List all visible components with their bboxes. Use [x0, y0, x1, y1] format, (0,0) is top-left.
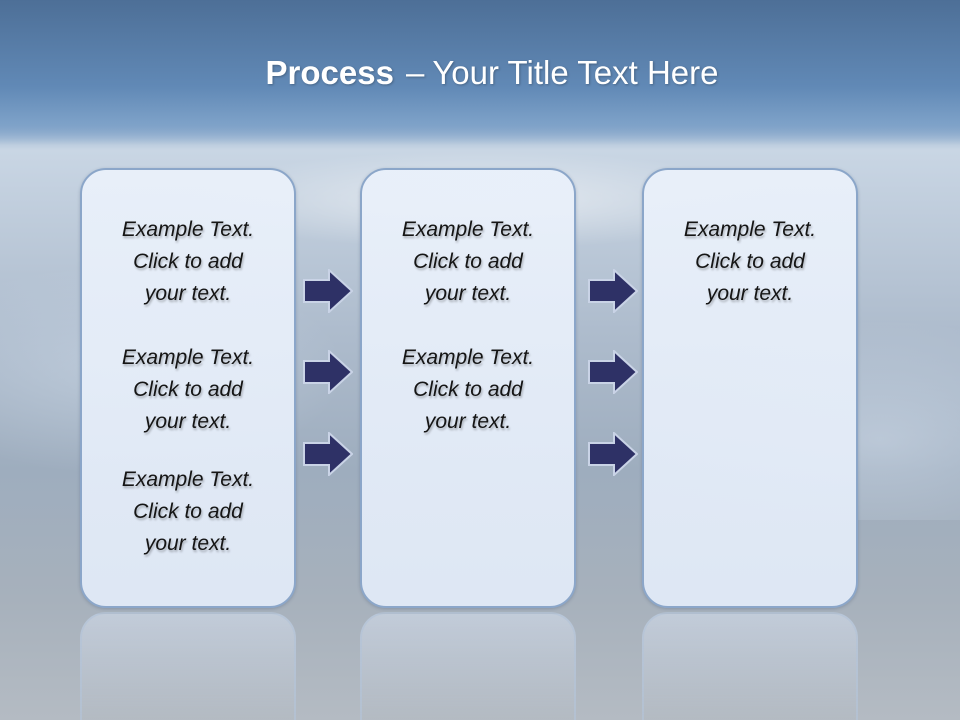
right-arrow-icon[interactable]	[303, 269, 353, 313]
panel-reflection-1	[80, 612, 296, 720]
text-line: Example Text.	[683, 218, 817, 241]
right-arrow-icon[interactable]	[588, 350, 638, 394]
text-line: your text.	[144, 532, 232, 555]
title-band	[0, 0, 960, 145]
text-line: your text.	[144, 410, 232, 433]
title-rest: Your Title Text Here	[432, 54, 719, 91]
text-line: your text.	[424, 282, 512, 305]
text-block[interactable]: Example Text. Click to add your text.	[82, 464, 294, 560]
text-line: Click to add	[413, 250, 523, 273]
text-block[interactable]: Example Text. Click to add your text.	[362, 214, 574, 310]
text-line: Click to add	[695, 250, 805, 273]
text-line: Click to add	[413, 378, 523, 401]
title-separator: –	[405, 54, 425, 91]
right-arrow-icon[interactable]	[303, 432, 353, 476]
text-line: Example Text.	[121, 218, 255, 241]
process-panel-3[interactable]: Example Text. Click to add your text.	[642, 168, 858, 608]
text-block[interactable]: Example Text. Click to add your text.	[362, 342, 574, 438]
text-line: your text.	[424, 410, 512, 433]
process-panel-2[interactable]: Example Text. Click to add your text. Ex…	[360, 168, 576, 608]
text-line: Example Text.	[401, 218, 535, 241]
right-arrow-icon[interactable]	[303, 350, 353, 394]
text-line: Click to add	[133, 500, 243, 523]
right-arrow-icon[interactable]	[588, 269, 638, 313]
text-line: your text.	[144, 282, 232, 305]
text-line: your text.	[706, 282, 794, 305]
process-panel-1[interactable]: Example Text. Click to add your text. Ex…	[80, 168, 296, 608]
text-line: Example Text.	[401, 346, 535, 369]
text-line: Click to add	[133, 250, 243, 273]
text-line: Example Text.	[121, 468, 255, 491]
right-arrow-icon[interactable]	[588, 432, 638, 476]
text-line: Example Text.	[121, 346, 255, 369]
text-block[interactable]: Example Text. Click to add your text.	[82, 214, 294, 310]
text-block[interactable]: Example Text. Click to add your text.	[82, 342, 294, 438]
text-line: Click to add	[133, 378, 243, 401]
panel-reflection-2	[360, 612, 576, 720]
title-bold: Process	[265, 54, 394, 91]
panel-reflection-3	[642, 612, 858, 720]
slide-title[interactable]: Process–Your Title Text Here	[0, 54, 960, 92]
text-block[interactable]: Example Text. Click to add your text.	[644, 214, 856, 310]
